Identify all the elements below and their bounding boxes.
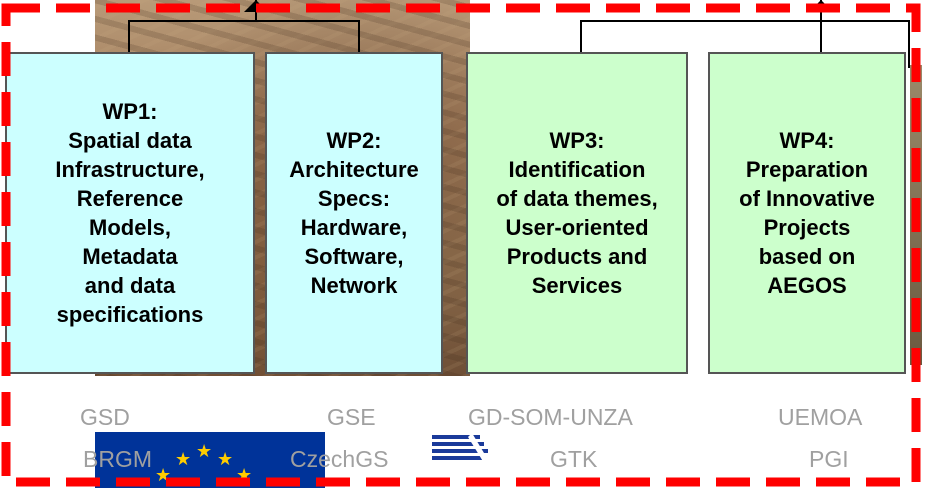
- wp2-box: WP2: Architecture Specs: Hardware, Softw…: [265, 52, 443, 374]
- wp1-box: WP1: Spatial data Infrastructure, Refere…: [5, 52, 255, 374]
- partner-label: UEMOA: [778, 404, 863, 430]
- connector-right-edge-vertical: [908, 20, 910, 68]
- partner-label: BRGM: [83, 446, 152, 472]
- partner-label: GSD: [80, 404, 130, 430]
- partner-label: GSE: [327, 404, 376, 430]
- connector-wp3-vertical: [580, 20, 582, 52]
- connector-wp1-vertical: [128, 20, 130, 52]
- partner-stripes-logo: [432, 433, 490, 463]
- partner-label: GD-SOM-UNZA: [468, 404, 633, 430]
- partner-label: CzechGS: [290, 446, 389, 472]
- partner-label: PGI: [809, 446, 849, 472]
- wp4-box: WP4: Preparation of Innovative Projects …: [708, 52, 906, 374]
- arrow-up-icon: [809, 0, 833, 12]
- connector-left-horizontal: [128, 20, 360, 22]
- partner-label: GTK: [550, 446, 598, 472]
- connector-wp2-vertical: [358, 20, 360, 52]
- background-photo-edge: [910, 65, 922, 365]
- wp3-box: WP3: Identification of data themes, User…: [466, 52, 688, 374]
- connector-right-horizontal: [580, 20, 910, 22]
- arrow-up-icon: [244, 0, 268, 12]
